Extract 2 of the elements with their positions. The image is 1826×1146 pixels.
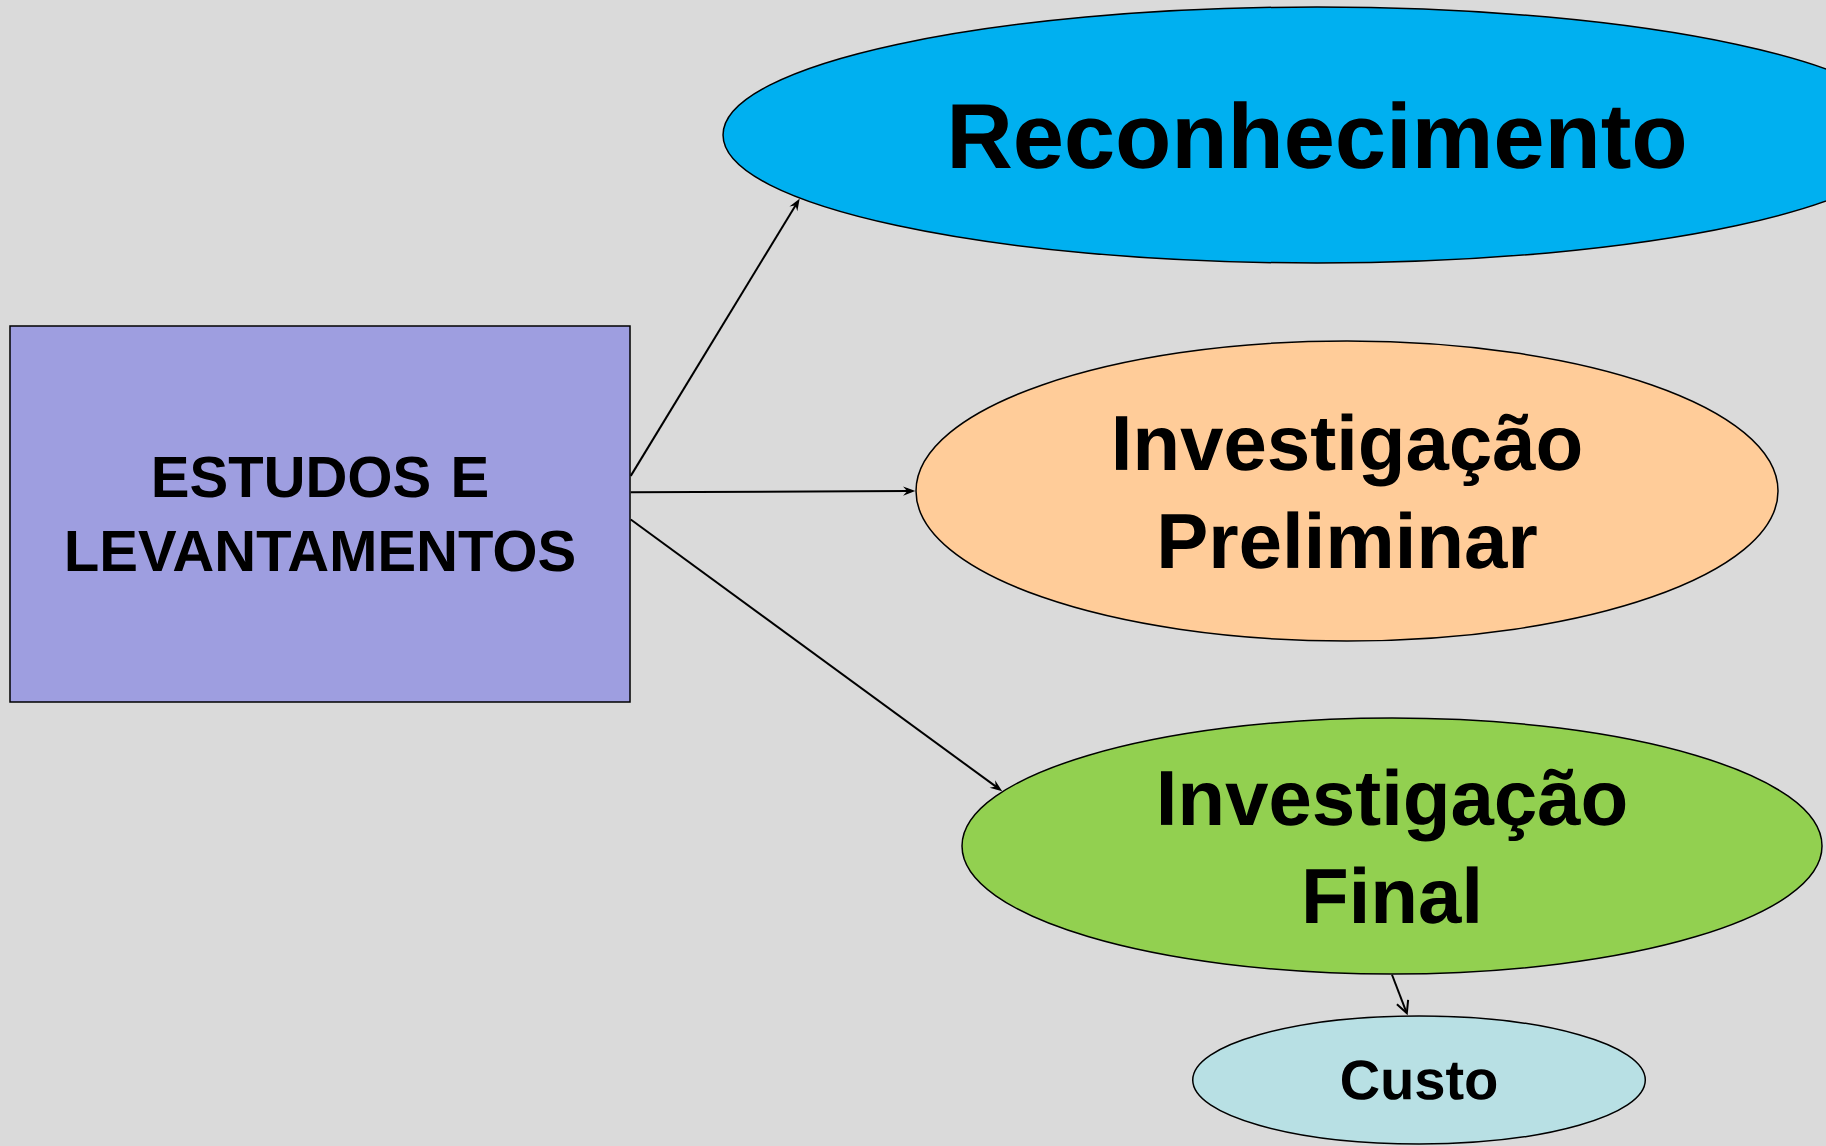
arrow	[1391, 973, 1410, 1016]
process-box: ESTUDOS E LEVANTAMENTOS	[9, 325, 631, 703]
